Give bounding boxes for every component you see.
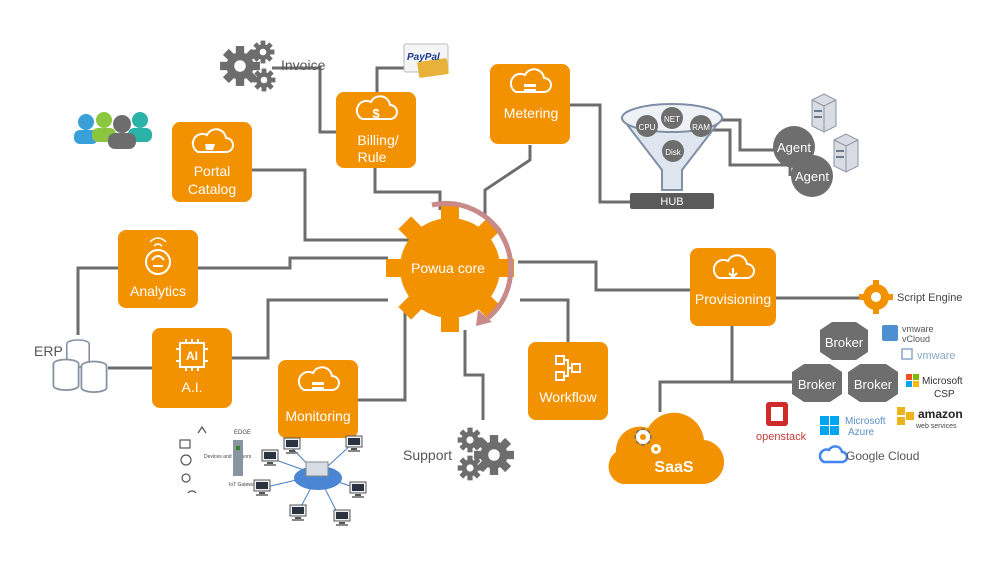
svg-text:PayPal: PayPal xyxy=(407,52,440,63)
broker-hex-3: Broker xyxy=(848,364,898,402)
funnel-ram: RAM xyxy=(692,123,710,132)
download-cloud-icon xyxy=(712,254,755,279)
svg-text:Broker: Broker xyxy=(798,377,837,392)
analytics-label: Analytics xyxy=(130,283,186,299)
server-cloud-icon xyxy=(509,68,552,93)
node-provisioning[interactable]: Provisioning xyxy=(690,248,776,326)
connector-lines xyxy=(76,66,860,420)
amazon-web-services-logo: amazon web services xyxy=(897,407,963,430)
funnel-cpu: CPU xyxy=(639,123,656,132)
node-billing-rule[interactable]: $ Billing/ Rule xyxy=(336,92,416,168)
cart-cloud-icon xyxy=(191,128,234,153)
svg-text:Broker: Broker xyxy=(825,335,864,350)
erp-label: ERP xyxy=(34,343,63,359)
node-portal-catalog[interactable]: Portal Catalog xyxy=(172,122,252,202)
script-engine-label: Script Engine xyxy=(897,292,962,304)
powua-core[interactable]: Powua core xyxy=(386,204,514,332)
device-icons xyxy=(179,425,207,494)
agent-node-2: Agent xyxy=(791,133,859,197)
saas-label: SaaS xyxy=(654,459,693,476)
svg-text:Agent: Agent xyxy=(777,140,811,155)
svg-text:openstack: openstack xyxy=(756,431,807,443)
iot-edge-illustration: Devices and Sensors EDGE IoT Gateway xyxy=(179,425,367,527)
portal-label-line1: Portal xyxy=(194,163,231,179)
node-workflow[interactable]: Workflow xyxy=(528,342,608,420)
funnel-net: NET xyxy=(664,115,680,124)
svg-text:Microsoft: Microsoft xyxy=(922,376,963,387)
dollar-cloud-icon: $ xyxy=(355,95,398,121)
flowchart-icon xyxy=(555,355,581,381)
rotation-arc xyxy=(431,201,514,320)
svg-text:Microsoft: Microsoft xyxy=(845,416,886,427)
node-ai[interactable]: AI A.I. xyxy=(152,328,232,408)
svg-text:Agent: Agent xyxy=(795,169,829,184)
brain-head-icon xyxy=(145,237,171,275)
funnel-disk: Disk xyxy=(665,148,682,157)
paypal-logo: PayPal xyxy=(403,43,449,78)
invoice-label: Invoice xyxy=(281,57,326,73)
metrics-funnel: CPU NET RAM Disk xyxy=(620,103,724,191)
microsoft-azure-logo: Microsoft Azure xyxy=(820,416,886,438)
broker-hex-1: Broker xyxy=(820,322,868,360)
svg-text:Azure: Azure xyxy=(848,427,875,438)
svg-text:vCloud: vCloud xyxy=(902,334,930,344)
svg-text:CSP: CSP xyxy=(934,389,955,400)
hub-bar: HUB xyxy=(630,193,714,209)
svg-text:IoT Gateway: IoT Gateway xyxy=(229,482,258,488)
support-gears-icon xyxy=(457,427,514,481)
hub-label: HUB xyxy=(660,196,683,208)
users-group-icon xyxy=(74,112,152,149)
svg-text:web services: web services xyxy=(915,423,957,430)
svg-text:EDGE: EDGE xyxy=(234,430,251,436)
broker-hex-2: Broker xyxy=(792,364,842,402)
svg-text:$: $ xyxy=(372,106,380,121)
server-cloud-icon xyxy=(297,366,340,391)
svg-text:AI: AI xyxy=(186,349,198,363)
ai-label: A.I. xyxy=(181,379,202,395)
node-metering[interactable]: Metering xyxy=(490,64,570,144)
svg-text:amazon: amazon xyxy=(918,407,963,421)
core-label: Powua core xyxy=(411,260,485,276)
node-analytics[interactable]: Analytics xyxy=(118,230,198,308)
portal-label-line2: Catalog xyxy=(188,181,236,197)
saas-cloud: SaaS xyxy=(608,412,725,485)
vmware-logo: vmware xyxy=(901,348,956,362)
google-cloud-logo: Google Cloud xyxy=(818,445,919,464)
invoice-gears-icon xyxy=(220,40,276,92)
billing-label-line1: Billing/ xyxy=(357,132,398,148)
billing-label-line2: Rule xyxy=(358,149,387,165)
monitoring-label: Monitoring xyxy=(285,408,350,424)
provisioning-label: Provisioning xyxy=(695,291,771,307)
arc-arrowhead xyxy=(476,310,492,326)
openstack-logo: openstack xyxy=(756,402,807,443)
svg-text:vmware: vmware xyxy=(902,324,934,334)
svg-text:Google Cloud: Google Cloud xyxy=(846,449,919,463)
svg-text:Devices and Sensors: Devices and Sensors xyxy=(204,454,252,460)
workflow-label: Workflow xyxy=(539,389,597,405)
microsoft-csp-logo: Microsoft CSP xyxy=(906,374,963,400)
vmware-vcloud-logo: vmware vCloud xyxy=(882,324,934,344)
script-engine-icon xyxy=(859,280,893,314)
support-label: Support xyxy=(403,447,452,463)
ai-chip-icon: AI xyxy=(176,339,208,371)
svg-text:Broker: Broker xyxy=(854,377,893,392)
svg-text:vmware: vmware xyxy=(917,350,956,362)
metering-label: Metering xyxy=(504,105,558,121)
node-monitoring[interactable]: Monitoring xyxy=(278,360,358,438)
